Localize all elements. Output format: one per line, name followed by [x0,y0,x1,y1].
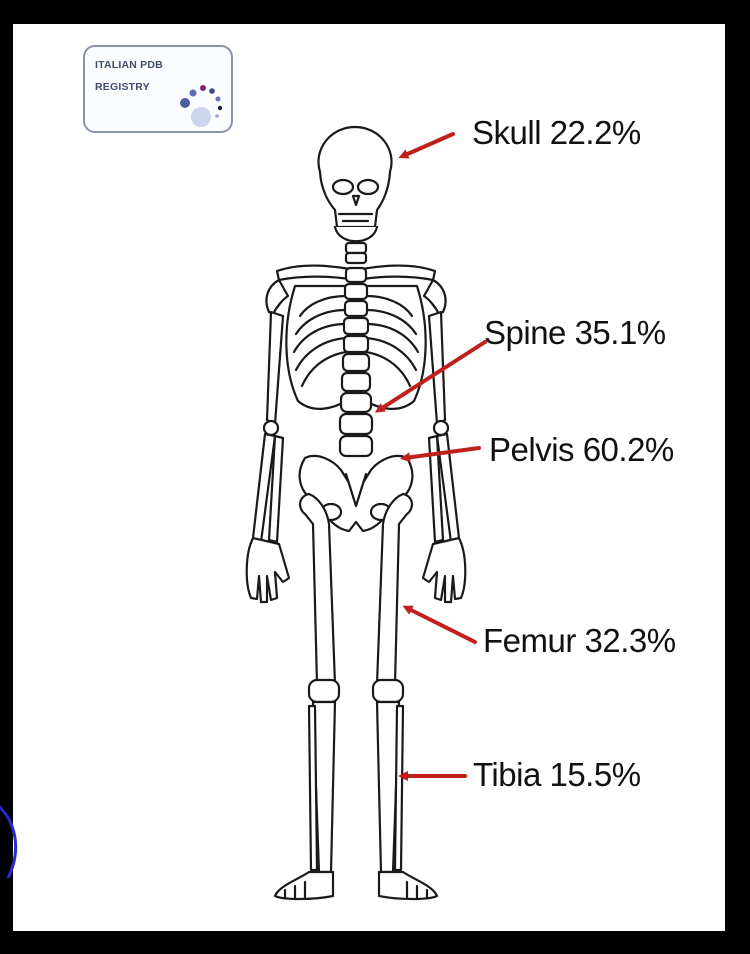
figure-panel: ITALIAN PDB REGISTRY [13,24,725,931]
skull-shape [318,127,391,227]
left-femur-shape [300,494,335,684]
right-femur-shape [377,494,412,684]
label-pelvis: Pelvis 60.2% [489,431,674,469]
label-femur: Femur 32.3% [483,622,676,660]
label-skull: Skull 22.2% [472,114,641,152]
label-spine: Spine 35.1% [484,314,666,352]
label-tibia: Tibia 15.5% [473,756,641,794]
skeleton-illustration [13,24,725,931]
blue-arc-accent [0,800,28,880]
